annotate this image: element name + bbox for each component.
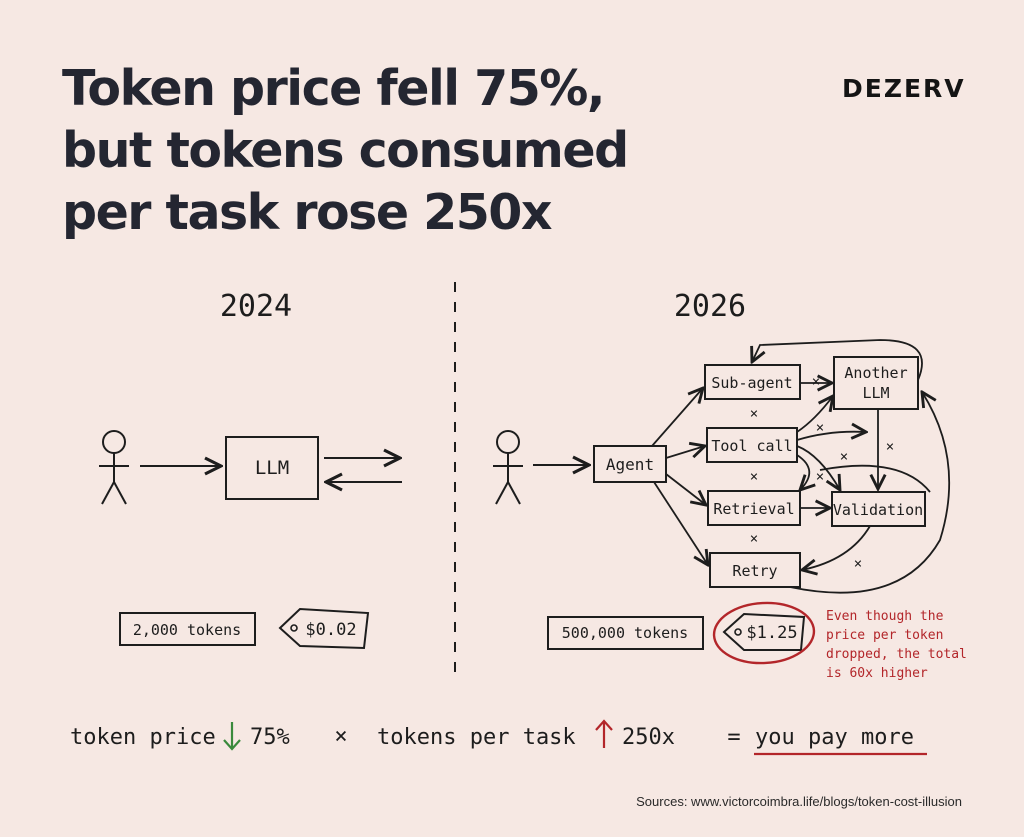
llm-label: LLM: [255, 457, 289, 479]
edge-retry-llm-loop: [789, 392, 951, 594]
agent-label: Agent: [606, 455, 654, 474]
tool-call-label: Tool call: [711, 437, 792, 455]
price-tag-2026: [722, 612, 806, 651]
validation-box: [831, 491, 926, 527]
person-icon-2024: [99, 430, 129, 505]
svg-text:×: ×: [750, 531, 758, 547]
headline-line-2: but tokens consumed: [62, 122, 629, 179]
headline-line-1: Token price fell 75%,: [62, 60, 606, 117]
svg-text:×: ×: [886, 439, 894, 455]
year-2024: 2024: [220, 289, 292, 324]
equation-token-price: token price: [70, 725, 216, 750]
svg-text:×: ×: [812, 374, 820, 390]
price-tag-2024: [278, 607, 370, 650]
brand-logo: DEZERV: [842, 74, 966, 103]
edge-toolcall-loop: [796, 432, 866, 441]
equation-result: you pay more: [755, 725, 914, 750]
retrieval-label: Retrieval: [713, 500, 794, 518]
llm-box: [225, 436, 319, 500]
edge-agent-retrieval: [665, 473, 706, 505]
svg-text:×: ×: [854, 556, 862, 572]
edge-validation-crossloop: [819, 464, 931, 493]
up-arrow-icon: [595, 719, 613, 748]
price-2026: $1.25: [746, 623, 797, 643]
edge-toolcall-llm: [796, 396, 833, 433]
cost-note-line-1: Even though the: [826, 609, 944, 624]
headline: Token price fell 75%, but tokens consume…: [62, 58, 682, 244]
equation-price-change: 75%: [250, 725, 290, 750]
agent-graph-edges: [651, 339, 951, 594]
cost-note-line-2: price per token: [826, 628, 943, 643]
tokens-2026-box: [547, 616, 704, 650]
tokens-2026: 500,000 tokens: [562, 624, 688, 642]
price-tag-hole-2026: [734, 628, 742, 636]
equation-tokens-per-task: tokens per task: [377, 725, 576, 750]
equation-equals: =: [727, 725, 740, 750]
down-arrow-icon: [223, 722, 241, 751]
edge-agent-subagent: [651, 388, 703, 447]
person-icon-2026: [493, 430, 523, 505]
sub-agent-box: [704, 364, 801, 400]
headline-line-3: per task rose 250x: [62, 184, 553, 241]
cost-note-line-4: is 60x higher: [826, 666, 928, 681]
edge-toolcall-validation: [796, 445, 840, 490]
validation-label: Validation: [833, 501, 923, 519]
equation-times: ×: [334, 724, 347, 749]
agent-box: [593, 445, 667, 483]
retry-label: Retry: [732, 562, 777, 580]
sources-credit: Sources: www.victorcoimbra.life/blogs/to…: [636, 794, 962, 809]
tokens-2024-box: [119, 612, 256, 646]
edge-agent-retry: [653, 481, 708, 565]
price-2024: $0.02: [305, 620, 356, 640]
tokens-2024: 2,000 tokens: [133, 621, 241, 639]
another-llm-label-1: Another: [844, 364, 907, 382]
year-2026: 2026: [674, 289, 746, 324]
equation-tokens-change: 250x: [622, 725, 675, 750]
another-llm-label-2: LLM: [862, 384, 889, 402]
price-tag-hole-2024: [290, 624, 298, 632]
sub-agent-label: Sub-agent: [711, 374, 792, 392]
edge-agent-toolcall: [665, 446, 705, 459]
edge-x-marks: × × × × × × × × ×: [750, 374, 894, 572]
edge-llm-subagent-loop: [752, 339, 923, 381]
svg-text:×: ×: [840, 449, 848, 465]
price-highlight-circle: [712, 601, 816, 665]
edge-toolcall-retrieval: [796, 454, 809, 490]
another-llm-box: [833, 356, 919, 410]
svg-text:×: ×: [816, 469, 824, 485]
svg-text:×: ×: [750, 406, 758, 422]
svg-text:×: ×: [750, 469, 758, 485]
svg-text:×: ×: [816, 420, 824, 436]
edge-validation-retry: [802, 525, 871, 570]
cost-note: Even though the price per token dropped,…: [826, 609, 967, 681]
cost-note-line-3: dropped, the total: [826, 647, 967, 662]
